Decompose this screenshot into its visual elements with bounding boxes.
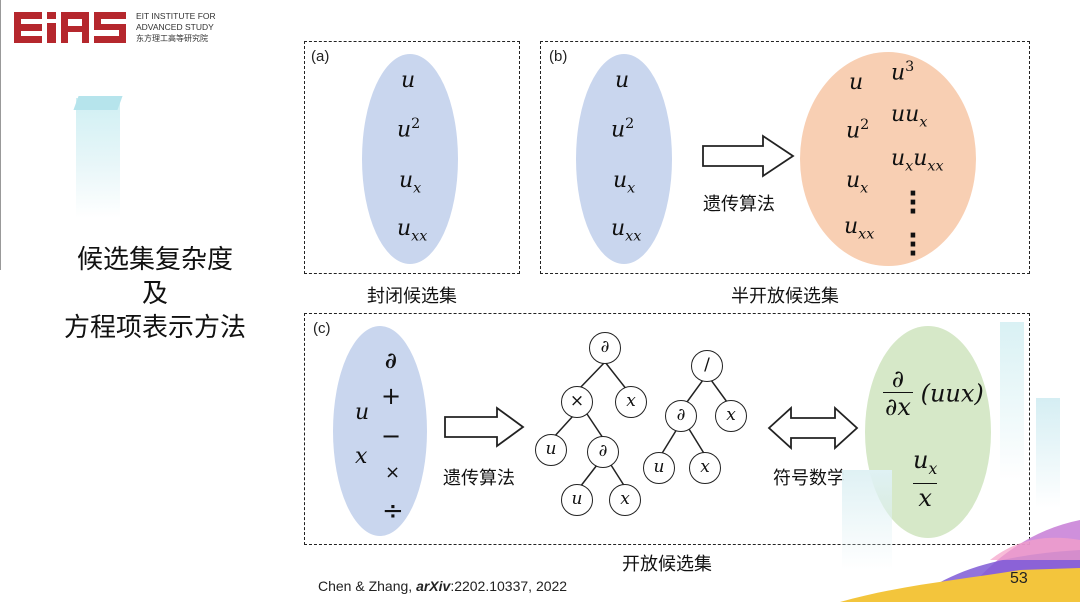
- page-number: 53: [1010, 570, 1028, 587]
- tree-node-times: ×: [561, 386, 593, 418]
- decorative-cube-left: [76, 98, 120, 218]
- expression-tree-edges: [552, 361, 728, 488]
- tree-node-u: u: [561, 484, 593, 516]
- logo-line-2: ADVANCED STUDY: [136, 22, 214, 32]
- tree-node-partial: ∂: [589, 332, 621, 364]
- panel-c-caption: 开放候选集: [622, 554, 712, 575]
- term-u-x-u-xx: uxuxx: [891, 146, 944, 175]
- arrow-label-genetic-algorithm: 遗传算法: [443, 468, 515, 489]
- eias-logo-icon: [14, 12, 126, 43]
- term-u-u-x: uux: [891, 102, 928, 131]
- panel-b-caption: 半开放候选集: [731, 286, 839, 307]
- citation-rest: :2202.10337, 2022: [450, 578, 568, 594]
- panel-a: (a) u u2 ux uxx: [304, 41, 520, 274]
- panel-a-label: (a): [311, 48, 330, 65]
- term-u: u: [849, 70, 864, 95]
- term-u-xx: uxx: [844, 214, 875, 243]
- panel-a-caption: 封闭候选集: [367, 286, 457, 307]
- term-u-x: ux: [613, 168, 636, 197]
- term-u-squared: u2: [397, 116, 421, 143]
- citation-journal: arXiv: [416, 578, 451, 594]
- citation: Chen & Zhang, arXiv:2202.10337, 2022: [318, 578, 567, 594]
- vertical-ellipsis-icon: ···: [908, 221, 918, 269]
- term-u-xx: uxx: [397, 216, 428, 245]
- arrow-label-symbolic-math: 符号数学: [773, 468, 845, 489]
- closed-set-ellipse: [362, 54, 458, 264]
- tree-node-u: u: [643, 452, 675, 484]
- tree-node-x: x: [609, 484, 641, 516]
- left-title-line-3: 方程项表示方法: [63, 313, 246, 343]
- logo: EIT INSTITUTE FOR ADVANCED STUDY 东方理工高等研…: [14, 10, 224, 50]
- arrow-label-genetic-algorithm: 遗传算法: [703, 194, 775, 215]
- term-u-x: ux: [399, 168, 422, 197]
- logo-line-1: EIT INSTITUTE FOR: [136, 11, 216, 21]
- operator-minus: −: [381, 422, 402, 450]
- operator-partial: ∂: [385, 348, 397, 374]
- tree-node-partial: ∂: [587, 436, 619, 468]
- term-u-xx: uxx: [611, 216, 642, 245]
- decorative-cube-right-3: [842, 470, 892, 570]
- vertical-ellipsis-icon: ···: [908, 179, 918, 227]
- variable-u: u: [355, 400, 370, 425]
- term-u-squared: u2: [611, 116, 635, 143]
- decorative-cube-right: [1000, 322, 1024, 482]
- panel-b-label: (b): [549, 48, 568, 65]
- term-u: u: [401, 68, 416, 93]
- operator-times: ×: [385, 462, 401, 483]
- semi-open-set-ellipse: [800, 52, 976, 266]
- operator-plus: +: [381, 382, 402, 410]
- base-set-ellipse: [576, 54, 672, 264]
- term-u-squared: u2: [846, 117, 870, 144]
- panel-c-label: (c): [313, 320, 331, 337]
- decorative-cube-left-top: [73, 96, 123, 110]
- tree-node-x: x: [715, 400, 747, 432]
- left-thin-line: [0, 0, 1, 270]
- left-title-line-1: 候选集复杂度: [76, 245, 233, 275]
- term-u-x: ux: [846, 168, 869, 197]
- decorative-cube-right-2: [1036, 398, 1060, 508]
- left-title-line-2: 及: [141, 279, 168, 309]
- right-arrow-icon: [702, 134, 795, 178]
- left-title: 候选集复杂度 及 方程项表示方法: [40, 243, 270, 345]
- term-derivative-uux: ∂ ∂x (uux): [883, 365, 984, 421]
- term-u-cubed: u3: [891, 59, 915, 86]
- variable-x: x: [355, 444, 368, 469]
- tree-node-u: u: [535, 434, 567, 466]
- logo-line-3: 东方理工高等研究院: [136, 34, 208, 43]
- primitive-set-ellipse: [333, 326, 427, 536]
- tree-node-partial: ∂: [665, 400, 697, 432]
- tree-node-divide: /: [691, 350, 723, 382]
- citation-authors: Chen & Zhang,: [318, 578, 417, 594]
- panel-b: (b) u u2 ux uxx 遗传算法 u u3 uux u2 uxuxx u…: [540, 41, 1030, 274]
- panel-c: (c) ∂ + u − x × ÷ 遗传算法 ∂ × x u ∂ u x / ∂: [304, 313, 1030, 545]
- term-u-x-over-x: ux x: [913, 446, 938, 512]
- operator-divide: ÷: [382, 496, 404, 526]
- tree-node-x: x: [615, 386, 647, 418]
- term-u: u: [615, 68, 630, 93]
- tree-node-x: x: [689, 452, 721, 484]
- double-arrow-icon: [767, 406, 859, 450]
- decorative-corner-waves: [840, 520, 1080, 602]
- right-arrow-icon: [444, 406, 525, 448]
